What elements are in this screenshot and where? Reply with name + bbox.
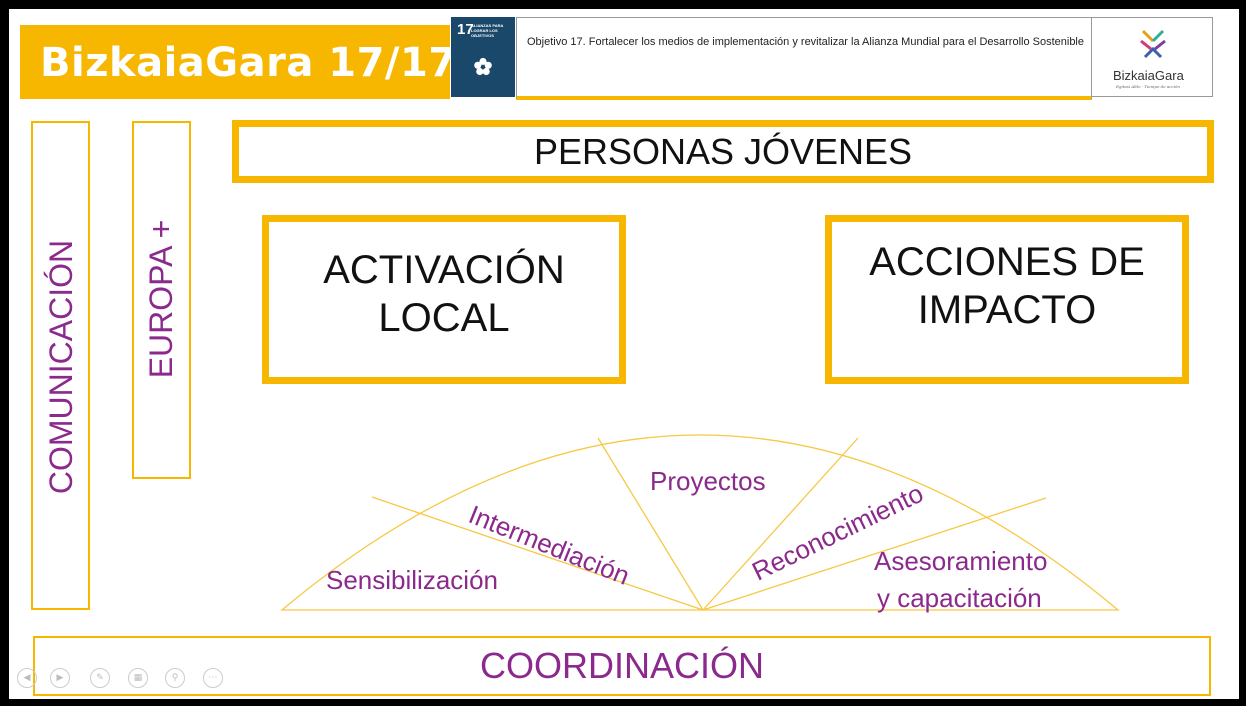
page-title: BizkaiaGara 17/17 [40, 40, 457, 86]
sdg-flower-icon [474, 57, 492, 76]
logo-box [1091, 17, 1213, 97]
fan-divider [702, 497, 1047, 611]
logo-name: BizkaiaGara [1113, 68, 1184, 83]
objective-box: Objetivo 17. Fortalecer los medios de im… [516, 17, 1092, 100]
header-band [20, 25, 450, 99]
sdg-17-badge: 17 ALIANZAS PARA LOGRAR LOS OBJETIVOS [451, 17, 515, 97]
fan-label-sensibilizacion: Sensibilización [326, 565, 498, 595]
objective-text: Objetivo 17. Fortalecer los medios de im… [527, 36, 1084, 48]
bizkaiagara-logo-icon [1140, 29, 1166, 59]
activacion-local-box [262, 215, 626, 384]
personas-jovenes-box [232, 120, 1214, 183]
zoom-icon[interactable]: ⚲ [165, 668, 185, 688]
logo-tagline: Egitasi Aldo · Tiempo de acción [1116, 84, 1180, 89]
pen-icon[interactable]: ✎ [90, 668, 110, 688]
coordinacion-label: COORDINACIÓN [479, 645, 764, 686]
comunicacion-box [31, 121, 90, 610]
slides-icon[interactable]: ▦ [128, 668, 148, 688]
sdg-number: 17 [457, 21, 474, 38]
fan-label-asesoramiento-1: Asesoramiento [874, 546, 1048, 576]
acciones-impacto-box [825, 215, 1189, 384]
more-icon[interactable]: ⋯ [203, 668, 223, 688]
next-icon[interactable]: ▶ [50, 668, 70, 688]
activacion-local-line1: ACTIVACIÓN [323, 248, 565, 292]
sdg-label: ALIANZAS PARA LOGRAR LOS OBJETIVOS [471, 23, 504, 38]
fan-label-proyectos: Proyectos [650, 466, 766, 496]
acciones-impacto-line1: ACCIONES DE [869, 240, 1145, 284]
activacion-local-line2: LOCAL [378, 296, 510, 340]
personas-jovenes-label: PERSONAS JÓVENES [533, 131, 913, 172]
fan-arc [280, 434, 1120, 611]
fan-divider [371, 496, 704, 611]
coordinacion-box [33, 636, 1211, 696]
fan-divider [702, 437, 859, 611]
previous-icon[interactable]: ◀ [17, 668, 37, 688]
fan-divider [597, 437, 704, 611]
acciones-impacto-line2: IMPACTO [917, 288, 1097, 332]
fan-label-asesoramiento-2: y capacitación [877, 583, 1042, 613]
europa-box [132, 121, 191, 479]
